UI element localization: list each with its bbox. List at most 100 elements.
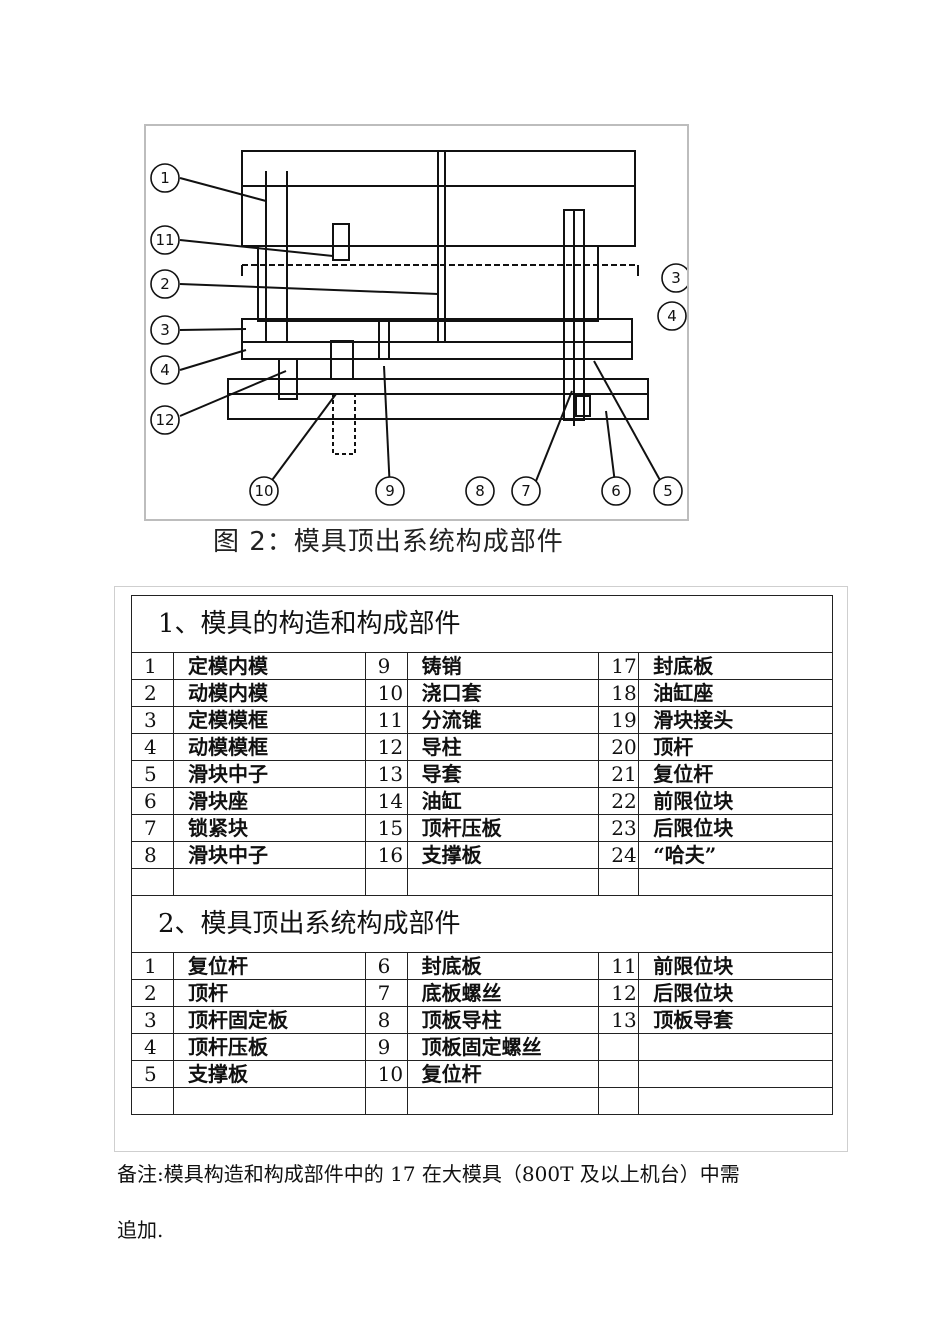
part-number: 19 <box>598 706 640 734</box>
part-name: 导套 <box>406 760 600 788</box>
part-number: 12 <box>598 979 640 1007</box>
callout-6: 6 <box>601 476 631 506</box>
part-number: 18 <box>598 679 640 707</box>
empty-cell <box>172 1087 366 1115</box>
empty-cell <box>131 1087 174 1115</box>
part-number: 23 <box>598 814 640 842</box>
part-number: 17 <box>598 652 640 680</box>
part-name: 滑块中子 <box>172 760 366 788</box>
part-name: 锁紧块 <box>172 814 366 842</box>
svg-text:4: 4 <box>667 307 677 325</box>
svg-text:1: 1 <box>160 169 170 187</box>
part-number: 16 <box>364 841 408 869</box>
part-name: 顶杆压板 <box>406 814 600 842</box>
part-number: 11 <box>364 706 408 734</box>
part-name: 底板螺丝 <box>406 979 600 1007</box>
callout-9: 9 <box>375 476 405 506</box>
base-plate <box>227 378 649 420</box>
svg-text:6: 6 <box>611 482 621 500</box>
callout-12: 12 <box>150 405 180 435</box>
part-number: 8 <box>131 841 174 869</box>
callout-5: 5 <box>653 476 683 506</box>
part-number: 3 <box>131 706 174 734</box>
part-name: 顶板导柱 <box>406 1006 600 1034</box>
part-number: 13 <box>364 760 408 788</box>
part-number: 7 <box>131 814 174 842</box>
part-name: 顶板导套 <box>638 1006 833 1034</box>
part-number: 20 <box>598 733 640 761</box>
part-name: 油缸 <box>406 787 600 815</box>
part-name: 滑块中子 <box>172 841 366 869</box>
callout-4: 4 <box>150 355 180 385</box>
part-name <box>638 1060 833 1088</box>
pin-11 <box>332 223 350 261</box>
part-number: 6 <box>364 952 408 980</box>
part-name: 封底板 <box>406 952 600 980</box>
callout-7: 7 <box>511 476 541 506</box>
empty-cell <box>598 1087 640 1115</box>
part-name: 后限位块 <box>638 814 833 842</box>
part-number <box>598 1060 640 1088</box>
part-number: 2 <box>131 979 174 1007</box>
svg-text:7: 7 <box>521 482 531 500</box>
guide-bush <box>330 340 354 380</box>
part-number: 21 <box>598 760 640 788</box>
mold-diagram-figure: 1 11 2 3 4 12 10 9 8 7 6 5 3 4 <box>144 124 689 521</box>
empty-cell <box>638 868 833 896</box>
part-number: 22 <box>598 787 640 815</box>
part-number: 12 <box>364 733 408 761</box>
empty-cell <box>638 1087 833 1115</box>
empty-cell <box>598 868 640 896</box>
callout-10: 10 <box>249 476 279 506</box>
empty-cell <box>364 868 408 896</box>
part-name: 前限位块 <box>638 952 833 980</box>
part-number: 24 <box>598 841 640 869</box>
svg-text:10: 10 <box>254 482 273 500</box>
part-name: 复位杆 <box>406 1060 600 1088</box>
part-number: 14 <box>364 787 408 815</box>
svg-text:4: 4 <box>160 361 170 379</box>
footnote: 备注:模具构造和构成部件中的 17 在大模具（800T 及以上机台）中需 <box>117 1162 740 1186</box>
section-heading: 1、模具的构造和构成部件 <box>131 595 833 653</box>
part-name: 支撑板 <box>172 1060 366 1088</box>
blank-row <box>131 1087 833 1115</box>
part-name: 分流锥 <box>406 706 600 734</box>
svg-text:5: 5 <box>663 482 673 500</box>
part-name: 油缸座 <box>638 679 833 707</box>
part-number: 2 <box>131 679 174 707</box>
part-number: 10 <box>364 1060 408 1088</box>
part-name: 定模模框 <box>172 706 366 734</box>
part-name: 顶杆 <box>172 979 366 1007</box>
table-frame <box>114 586 848 1152</box>
part-number: 1 <box>131 652 174 680</box>
part-number: 4 <box>131 1033 174 1061</box>
callout-11: 11 <box>150 225 180 255</box>
part-number: 1 <box>131 952 174 980</box>
empty-cell <box>364 1087 408 1115</box>
part-number <box>598 1033 640 1061</box>
svg-text:12: 12 <box>155 411 174 429</box>
part-number: 8 <box>364 1006 408 1034</box>
part-name: 动模模框 <box>172 733 366 761</box>
svg-text:2: 2 <box>160 275 170 293</box>
part-number: 10 <box>364 679 408 707</box>
part-number: 13 <box>598 1006 640 1034</box>
part-name: 顶杆 <box>638 733 833 761</box>
part-name: 复位杆 <box>172 952 366 980</box>
stop-block <box>575 395 591 417</box>
part-number: 9 <box>364 1033 408 1061</box>
callout-3-right: 3 <box>661 263 687 293</box>
part-number: 15 <box>364 814 408 842</box>
part-name: 滑块接头 <box>638 706 833 734</box>
part-name: 导柱 <box>406 733 600 761</box>
svg-text:3: 3 <box>671 269 681 287</box>
